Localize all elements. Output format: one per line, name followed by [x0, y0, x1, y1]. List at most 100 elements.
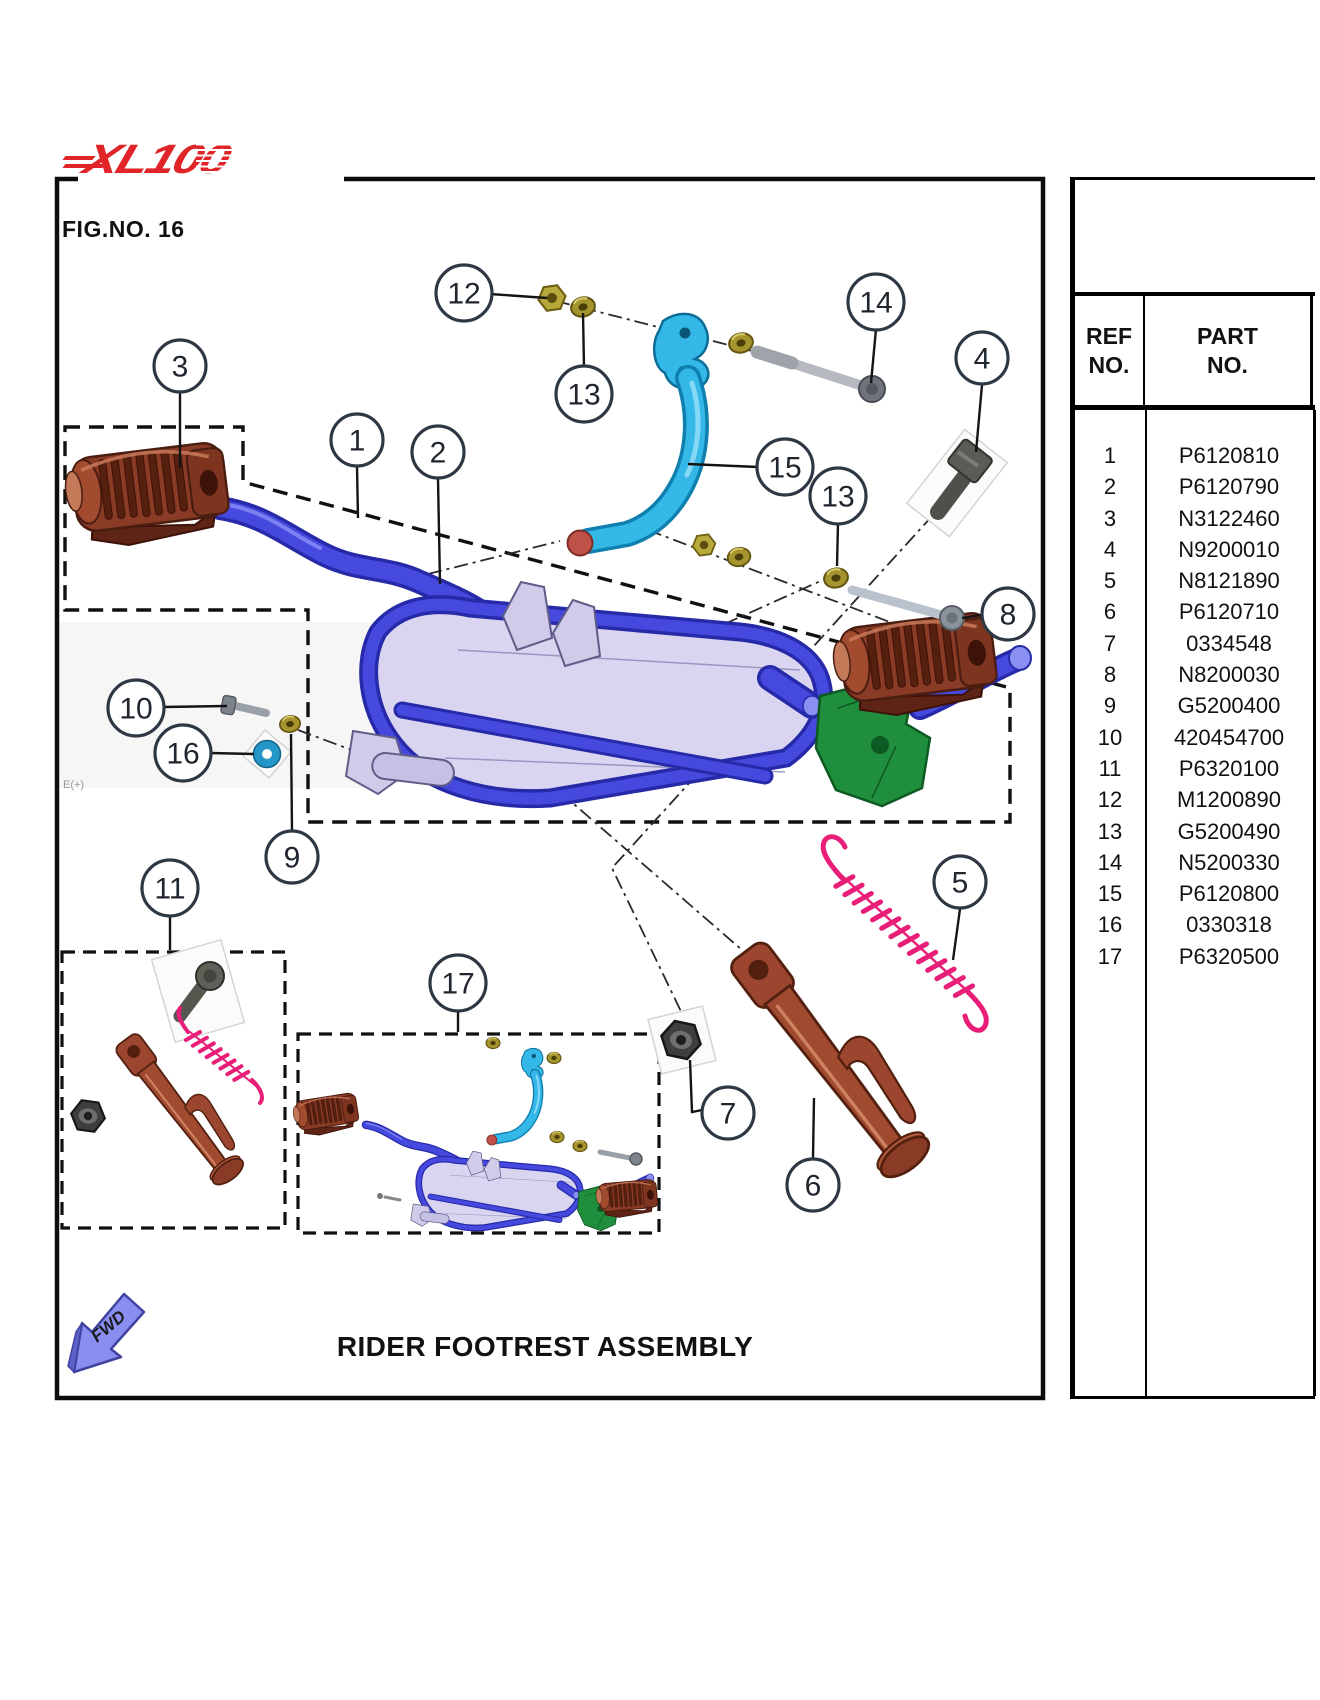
table-row: 6 P6120710 [1075, 596, 1315, 627]
ref-no-cell: 10 [1097, 724, 1123, 750]
callout-balloon: 9 [264, 829, 320, 885]
callout-balloon: 7 [700, 1085, 756, 1141]
table-row: 13 G5200490 [1075, 816, 1315, 847]
part-no-cell: G5200490 [1177, 818, 1281, 844]
table-row: 15 P6120800 [1075, 878, 1315, 909]
part-no-cell: P6120800 [1178, 881, 1280, 907]
ref-no-cell: 6 [1103, 599, 1117, 625]
ref-no-cell: 15 [1097, 881, 1123, 907]
part-no-cell: P6120710 [1178, 599, 1280, 625]
part-no-cell: P6320500 [1178, 943, 1280, 969]
bolt-10 [220, 694, 270, 717]
table-row: 17 P6320500 [1075, 941, 1315, 972]
table-row: 9 G5200400 [1075, 690, 1315, 721]
table-row: 5 N8121890 [1075, 565, 1315, 596]
brake-lever [568, 314, 709, 556]
callout-balloon: 13 [808, 466, 868, 526]
table-row: 16 0330318 [1075, 909, 1315, 940]
logo-speed-line [62, 164, 106, 168]
ref-no-cell: 12 [1097, 787, 1123, 813]
ref-no-cell: 17 [1097, 943, 1123, 969]
svg-text:2: 2 [430, 437, 447, 470]
svg-text:8: 8 [1000, 599, 1017, 632]
callout-balloon: 4 [954, 330, 1010, 386]
part-no-cell: N9200010 [1178, 536, 1280, 562]
figure-number: FIG.NO. 16 [62, 216, 185, 242]
table-row: 14 N5200330 [1075, 847, 1315, 878]
callout-balloon: 6 [785, 1157, 841, 1213]
callout-balloon: 8 [980, 586, 1036, 642]
callout-balloon: 16 [153, 723, 213, 783]
svg-text:11: 11 [154, 873, 185, 906]
ref-no-cell: 2 [1103, 474, 1117, 500]
table-row: 10 420454700 [1075, 722, 1315, 753]
part-no-cell: N8121890 [1178, 568, 1280, 594]
footrest-rubber-left [60, 439, 234, 554]
ref-no-cell: 14 [1097, 849, 1123, 875]
ref-no-cell: 4 [1103, 536, 1117, 562]
callout-balloon: 1 [329, 412, 385, 468]
table-divider [1313, 410, 1316, 1396]
table-title-block [1075, 180, 1315, 296]
side-stand [724, 921, 949, 1187]
part-no-cell: G5200400 [1177, 693, 1281, 719]
ref-no-cell: 13 [1097, 818, 1123, 844]
callout-balloon: 11 [140, 858, 200, 918]
logo-speed-line [62, 156, 96, 160]
dashed-group-outlines [60, 425, 1012, 1235]
svg-text:16: 16 [166, 738, 199, 771]
svg-text:13: 13 [567, 379, 600, 412]
svg-text:5: 5 [952, 867, 969, 900]
ref-no-cell: 7 [1103, 630, 1117, 656]
washer-mid [725, 544, 753, 570]
svg-text:10: 10 [119, 693, 152, 726]
logo-stripe-mask [196, 140, 338, 178]
bolt-14 [750, 345, 886, 403]
callout-balloon: 3 [152, 338, 208, 394]
svg-text:3: 3 [172, 351, 189, 384]
leader-lines [162, 292, 984, 1159]
ref-no-cell: 3 [1103, 505, 1117, 531]
part-no-cell: 0334548 [1186, 630, 1272, 656]
callout-balloon: 12 [434, 263, 494, 323]
ref-no-cell: 16 [1097, 912, 1123, 938]
side-stand-spring [820, 834, 989, 1033]
part-no-cell: N8200030 [1178, 662, 1280, 688]
part-no-cell: N5200330 [1178, 849, 1280, 875]
watermark-text: E(+) [63, 779, 85, 791]
ref-no-cell: 9 [1103, 693, 1117, 719]
svg-text:1: 1 [349, 425, 366, 458]
part-no-cell: 0330318 [1186, 912, 1272, 938]
callout-balloon: 2 [410, 424, 466, 480]
nut-13-mid [690, 532, 718, 558]
svg-text:7: 7 [720, 1098, 737, 1131]
brand-logo: XL100 [62, 136, 344, 184]
table-column-headers: REF NO. PART NO. [1075, 296, 1315, 410]
callout-balloon: 10 [106, 678, 166, 738]
ref-no-cell: 5 [1103, 568, 1117, 594]
svg-text:15: 15 [768, 452, 801, 485]
svg-text:9: 9 [284, 842, 301, 875]
diagram-border [54, 176, 1046, 1401]
ref-no-cell: 8 [1103, 662, 1117, 688]
drawing-title: RIDER FOOTREST ASSEMBLY [336, 1331, 754, 1362]
svg-text:4: 4 [974, 343, 991, 376]
table-row: 7 0334548 [1075, 628, 1315, 659]
ref-no-header: REF NO. [1075, 296, 1145, 405]
washer-13c [821, 565, 851, 591]
table-row: 4 N9200010 [1075, 534, 1315, 565]
part-no-cell: 420454700 [1173, 724, 1285, 750]
part-no-cell: P6320100 [1178, 755, 1280, 781]
svg-text:13: 13 [821, 481, 854, 514]
footrest-assembly-kit-17 [290, 1036, 660, 1230]
ref-no-cell: 1 [1103, 443, 1117, 468]
callout-balloon: 13 [554, 364, 614, 424]
svg-text:17: 17 [441, 968, 474, 1001]
bolt-8 [847, 585, 965, 631]
side-stand-kit-11 [68, 961, 264, 1191]
